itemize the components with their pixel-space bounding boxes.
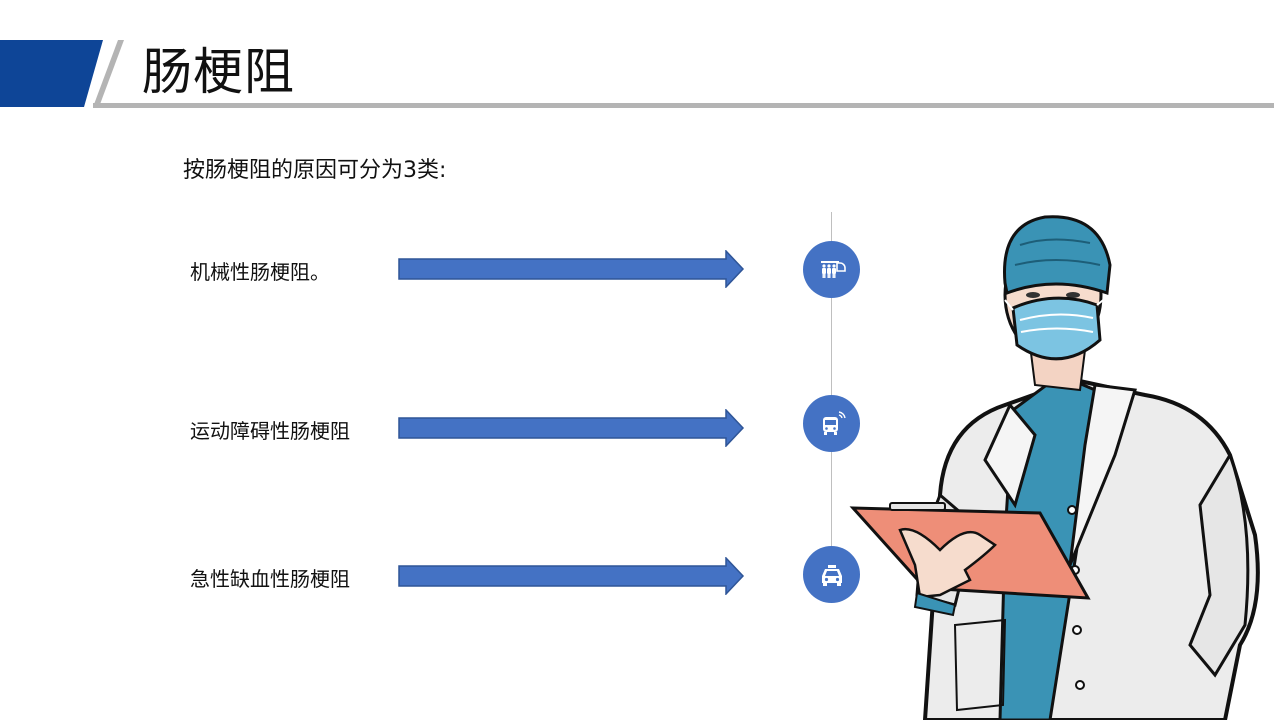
arrow-right-icon (398, 409, 745, 447)
page-title: 肠梗阻 (142, 43, 295, 101)
timeline-node-2 (803, 395, 860, 452)
arrow-right-icon (398, 250, 745, 288)
header-slash (93, 40, 124, 107)
item-label-ischemic: 急性缺血性肠梗阻 (190, 567, 350, 591)
header-decoration (0, 40, 1274, 108)
timeline-line (831, 212, 832, 548)
smart-bus-icon (822, 410, 846, 435)
timeline-node-3 (803, 546, 860, 603)
timeline-node-1 (803, 241, 860, 298)
header-rule (93, 103, 1274, 108)
header-accent-block (0, 40, 103, 107)
item-label-motility: 运动障碍性肠梗阻 (190, 419, 350, 443)
people-train-icon (820, 260, 846, 278)
item-label-mechanical: 机械性肠梗阻。 (190, 260, 330, 284)
doctor-illustration (849, 215, 1260, 720)
intro-text: 按肠梗阻的原因可分为3类: (183, 158, 447, 183)
taxi-icon (821, 564, 842, 586)
arrow-right-icon (398, 557, 745, 595)
